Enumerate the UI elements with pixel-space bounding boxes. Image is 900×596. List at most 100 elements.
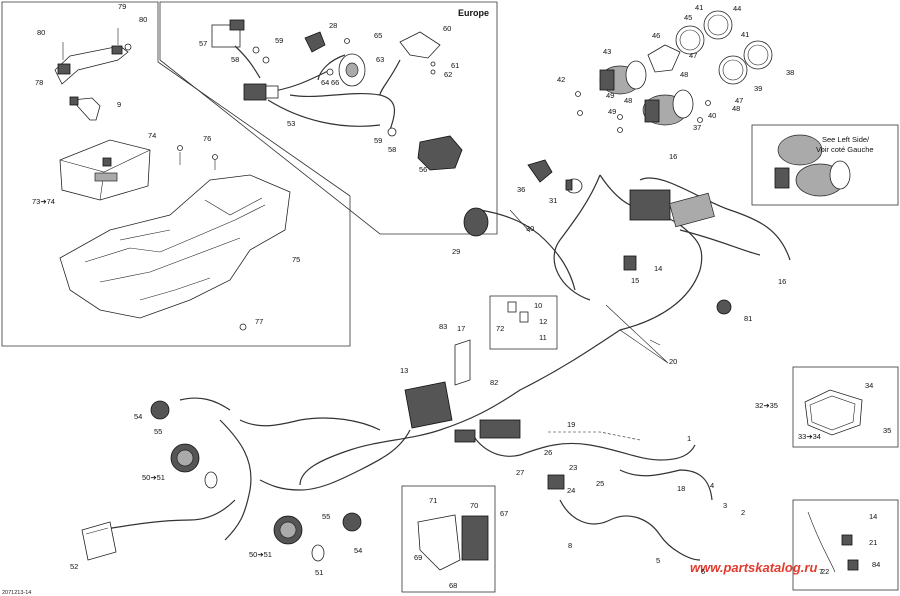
callout-c75: 75	[292, 255, 300, 264]
fastener-box-frame	[489, 295, 558, 350]
callout-c58b: 58	[388, 145, 396, 154]
headlight-ring-38	[743, 40, 773, 70]
callout-c48a: 48	[624, 96, 632, 105]
europe-connector-28	[304, 31, 326, 53]
callout-c5051a: 50➔51	[142, 473, 165, 482]
ecu-plate-17	[454, 339, 471, 386]
callout-c9: 9	[117, 100, 121, 109]
left-side-note-frame	[751, 124, 899, 206]
callout-c3: 3	[723, 501, 727, 510]
bulb-51b	[311, 544, 325, 562]
callout-c78: 78	[35, 78, 43, 87]
sensor-31	[565, 178, 583, 194]
callout-c55a: 55	[154, 427, 162, 436]
callout-c64: 64	[321, 78, 329, 87]
note-line-1: See Left Side/	[822, 135, 870, 144]
sensor-26	[547, 474, 565, 490]
callout-c22: 22	[821, 567, 829, 576]
region-label: Europe	[458, 8, 489, 18]
bulb-51a	[204, 471, 218, 489]
fuse-block-16	[629, 189, 715, 228]
callout-c82: 82	[490, 378, 498, 387]
callout-c5051b: 50➔51	[249, 550, 272, 559]
callout-c47a: 47	[689, 51, 697, 60]
callout-c6: 6	[701, 567, 705, 576]
headlight-54a	[150, 400, 170, 420]
callout-c1: 1	[687, 434, 691, 443]
callout-c19: 19	[567, 420, 575, 429]
callout-c53: 53	[287, 119, 295, 128]
callout-c37: 37	[693, 123, 701, 132]
callout-c47b: 47	[735, 96, 743, 105]
cable-tie-21	[807, 511, 859, 573]
callout-c74: 74	[148, 131, 156, 140]
callout-c5: 5	[656, 556, 660, 565]
callout-c59b: 59	[374, 136, 382, 145]
callout-c76: 76	[203, 134, 211, 143]
callout-c11: 11	[539, 333, 547, 342]
buzzer-81	[716, 299, 732, 315]
callout-c80a: 80	[37, 28, 45, 37]
battery-tray-frame	[1, 1, 351, 347]
europe-switch-56	[417, 135, 463, 171]
connector-15	[623, 255, 637, 271]
connector-10	[507, 301, 529, 323]
callout-c68: 68	[449, 581, 457, 590]
callout-c12: 12	[539, 317, 547, 326]
watermark: www.partskatalog.ru	[690, 560, 817, 575]
ecu-13	[404, 381, 453, 429]
headlight-ring-39	[718, 55, 748, 85]
callout-c41a: 41	[695, 3, 703, 12]
callout-c31: 31	[549, 196, 557, 205]
callout-c49a: 49	[606, 91, 614, 100]
callout-c52: 52	[70, 562, 78, 571]
callout-c62: 62	[444, 70, 452, 79]
callout-c67: 67	[500, 509, 508, 518]
callout-c54a: 54	[134, 412, 142, 421]
headlight-ring-45	[675, 25, 705, 55]
connector-block-center	[454, 419, 521, 443]
callout-c4: 4	[710, 481, 714, 490]
callout-c25: 25	[596, 479, 604, 488]
callout-c3235: 32➔35	[755, 401, 778, 410]
callout-c18: 18	[677, 484, 685, 493]
headlight-ring-44	[703, 10, 733, 40]
callout-c63: 63	[376, 55, 384, 64]
callout-c60: 60	[443, 24, 451, 33]
callout-c71: 71	[429, 496, 437, 505]
headlight-bracket-46	[647, 44, 681, 73]
relay-box-32	[804, 389, 863, 436]
europe-connector-block	[243, 83, 279, 101]
callout-c26: 26	[544, 448, 552, 457]
callout-c81: 81	[744, 314, 752, 323]
callout-c44: 44	[733, 4, 741, 13]
headlight-50a	[170, 443, 200, 473]
callout-c35: 35	[883, 426, 891, 435]
europe-connector-60	[399, 31, 441, 59]
callout-c48c: 48	[732, 104, 740, 113]
ecu-bracket-frame	[401, 485, 496, 593]
callout-c65: 65	[374, 31, 382, 40]
headlight-50b	[273, 515, 303, 545]
callout-c8: 8	[568, 541, 572, 550]
taillight-52	[81, 521, 117, 561]
callout-c34: 34	[865, 381, 873, 390]
callout-c39: 39	[754, 84, 762, 93]
callout-c45: 45	[684, 13, 692, 22]
callout-c15: 15	[631, 276, 639, 285]
europe-relay	[211, 19, 245, 48]
callout-c43: 43	[603, 47, 611, 56]
callout-c3334: 33➔34	[798, 432, 821, 441]
connector-36	[527, 159, 553, 183]
callout-c70: 70	[470, 501, 478, 510]
callout-c80b: 80	[139, 15, 147, 24]
headlight-54b	[342, 512, 362, 532]
diagram-code: 2071213-14	[2, 590, 31, 596]
callout-c57: 57	[199, 39, 207, 48]
callout-c48b: 48	[680, 70, 688, 79]
callout-c17: 17	[457, 324, 465, 333]
callout-c79: 79	[118, 2, 126, 11]
cable-tie-box-frame	[792, 499, 899, 591]
